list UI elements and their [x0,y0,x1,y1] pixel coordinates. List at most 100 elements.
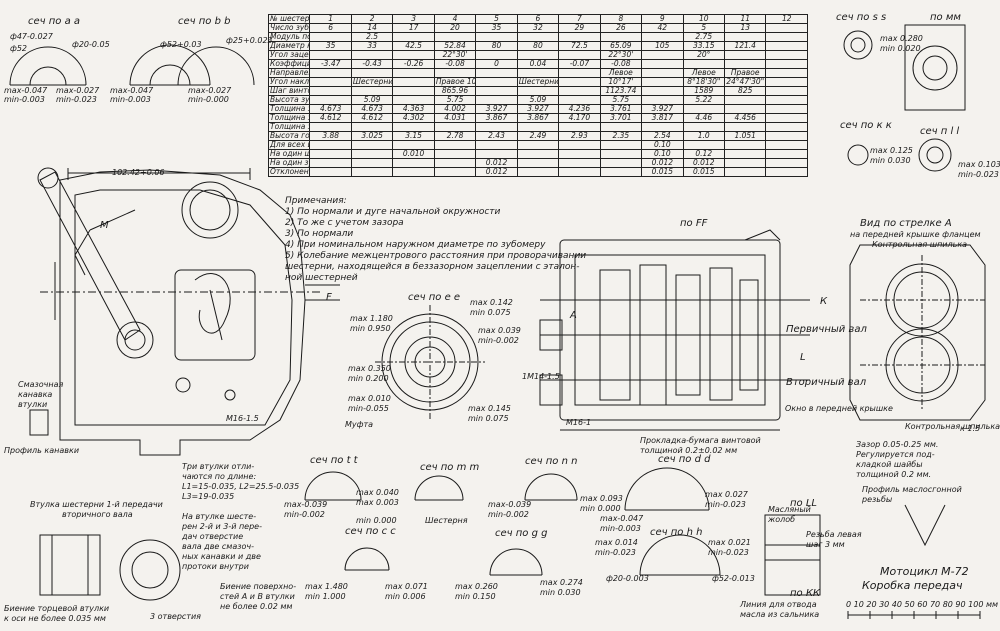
section-cc-arc [344,547,390,571]
table-cell [475,95,518,105]
table-cell [682,122,725,132]
table-cell: 3.927 [641,104,684,114]
table-cell [516,68,560,78]
table-cell: 825 [723,86,767,96]
table-cell [599,32,643,42]
table-cell [723,167,767,177]
table-cell [475,68,518,78]
table-cell-param: Толщина зуба по зубомеру [267,122,311,132]
table-cell [516,50,560,60]
table-cell [433,167,477,177]
table-cell-param: Высота головки зуба по зубомеру [267,131,311,141]
table-row: Отклонение направления зуба0.0120.0150.0… [267,167,808,177]
section-aa-arc [9,46,87,86]
section-title-kk: сеч по к к [840,120,892,131]
dim-label: min 0.006 [385,592,426,601]
table-cell: 4.673 [309,104,352,114]
label-thread: Резьба левая [806,530,862,539]
table-cell [350,50,394,60]
table-cell: 5.22 [682,95,725,105]
label-gasket-thickness: толщиной 0.2±0.02 мм [640,446,738,455]
table-cell: 80 [475,41,518,51]
dim-label: max 0.103 [958,160,1000,169]
table-cell [765,140,808,150]
label-runout-4: Биение торцевой втулки [4,604,110,613]
gear-number: 6 [516,14,560,24]
label-three-bushings-3: L1=15-0.035, L2=25.5-0.035 [182,482,300,491]
table-cell: 3.927 [516,104,560,114]
table-cell: 4.236 [558,104,601,114]
table-cell: 0.012 [475,158,518,168]
table-cell: 13 [723,23,767,33]
table-cell [599,158,643,168]
section-title-dd: сеч по d d [658,454,711,465]
table-body: Число зубьев61417203532292642513Модуль п… [267,23,808,177]
table-cell: 10°17' [599,77,643,87]
table-cell [641,32,684,42]
label-bushing-note-4: вала две смазоч- [182,542,254,551]
dim-label: min 0.030 [870,156,911,165]
table-cell [599,122,643,132]
table-cell [682,59,725,69]
table-header-row: № шестерни 1 2 3 4 5 6 7 8 9 10 11 12 [267,14,808,24]
table-cell [558,68,601,78]
dim-label: min-0.023 [56,95,97,104]
table-cell: 3.88 [309,131,352,141]
table-cell: 4.673 [350,104,394,114]
table-cell: 33 [350,41,394,51]
dim-label: max-0.039 [488,500,532,509]
label-oil-channel-2: канавка [18,390,53,399]
table-cell [558,50,601,60]
dim-label: ф52-0.013 [712,574,755,583]
table-row: Модуль по нормали2.52.75 [267,32,808,42]
label-profile-oil: Профиль маслосгонной [862,485,962,494]
table-cell: Шестерни прямозубые [516,77,560,87]
label-three-bushings-2: чаются по длине: [182,472,257,481]
table-cell [641,77,684,87]
table-cell: 1.0 [682,131,725,141]
label-oil-seal-2: жолоб [768,515,796,524]
table-cell [392,122,435,132]
dim-label: max 0.014 [595,538,638,547]
label-runout: Биение поверхно- [220,582,297,591]
table-cell [309,158,352,168]
table-cell-param: На один шаг [267,149,311,159]
dim-label: min 0.000 [356,516,397,525]
section-gg-arc [489,548,543,576]
table-row: Диаметр начальной окружности353342.552.8… [267,41,808,51]
table-cell-param: Направление винтовой линии [267,68,311,78]
table-cell [765,95,808,105]
table-cell [433,149,477,159]
table-cell [516,149,560,159]
table-cell-param: Толщина зуба в нормальном сечении по хор… [267,113,311,123]
table-cell: 8°18'30" [682,77,725,87]
label-line-drain-2: масла из сальника [740,610,820,619]
table-cell [516,158,560,168]
table-cell: 2.93 [558,131,601,141]
section-title-aa: сеч по а а [28,16,81,27]
dim-label: min-0.002 [488,510,529,519]
table-cell [392,167,435,177]
table-cell: 0.012 [475,167,518,177]
table-cell: 121.4 [723,41,767,51]
dim-label: max 0.010 [348,394,391,403]
dim-label: min-0.023 [705,500,746,509]
table-cell [350,68,394,78]
table-row: Угол зацепления по нормали22°30'22°30'20… [267,50,808,60]
table-cell [765,131,808,141]
table-cell: 865.96 [433,86,477,96]
dim-label: max-0.047 [110,86,154,95]
label-clearance-3: кладкой шайбы [856,460,923,469]
dim-label: max-0.039 [284,500,328,509]
note-item: 1) По нормали и дуге начальной окружност… [285,207,501,217]
table-cell: 0.04 [516,59,560,69]
section-bb-arc [129,44,211,86]
section-title-mm: сеч по m m [420,462,480,473]
table-cell: 3.761 [599,104,643,114]
section-title-hh: сеч по h h [650,527,703,538]
table-cell: 1.051 [723,131,767,141]
table-cell: 2.43 [475,131,518,141]
label-bushing-note-3: дач отверстие [182,532,244,541]
axis-label-f: F [326,292,332,303]
